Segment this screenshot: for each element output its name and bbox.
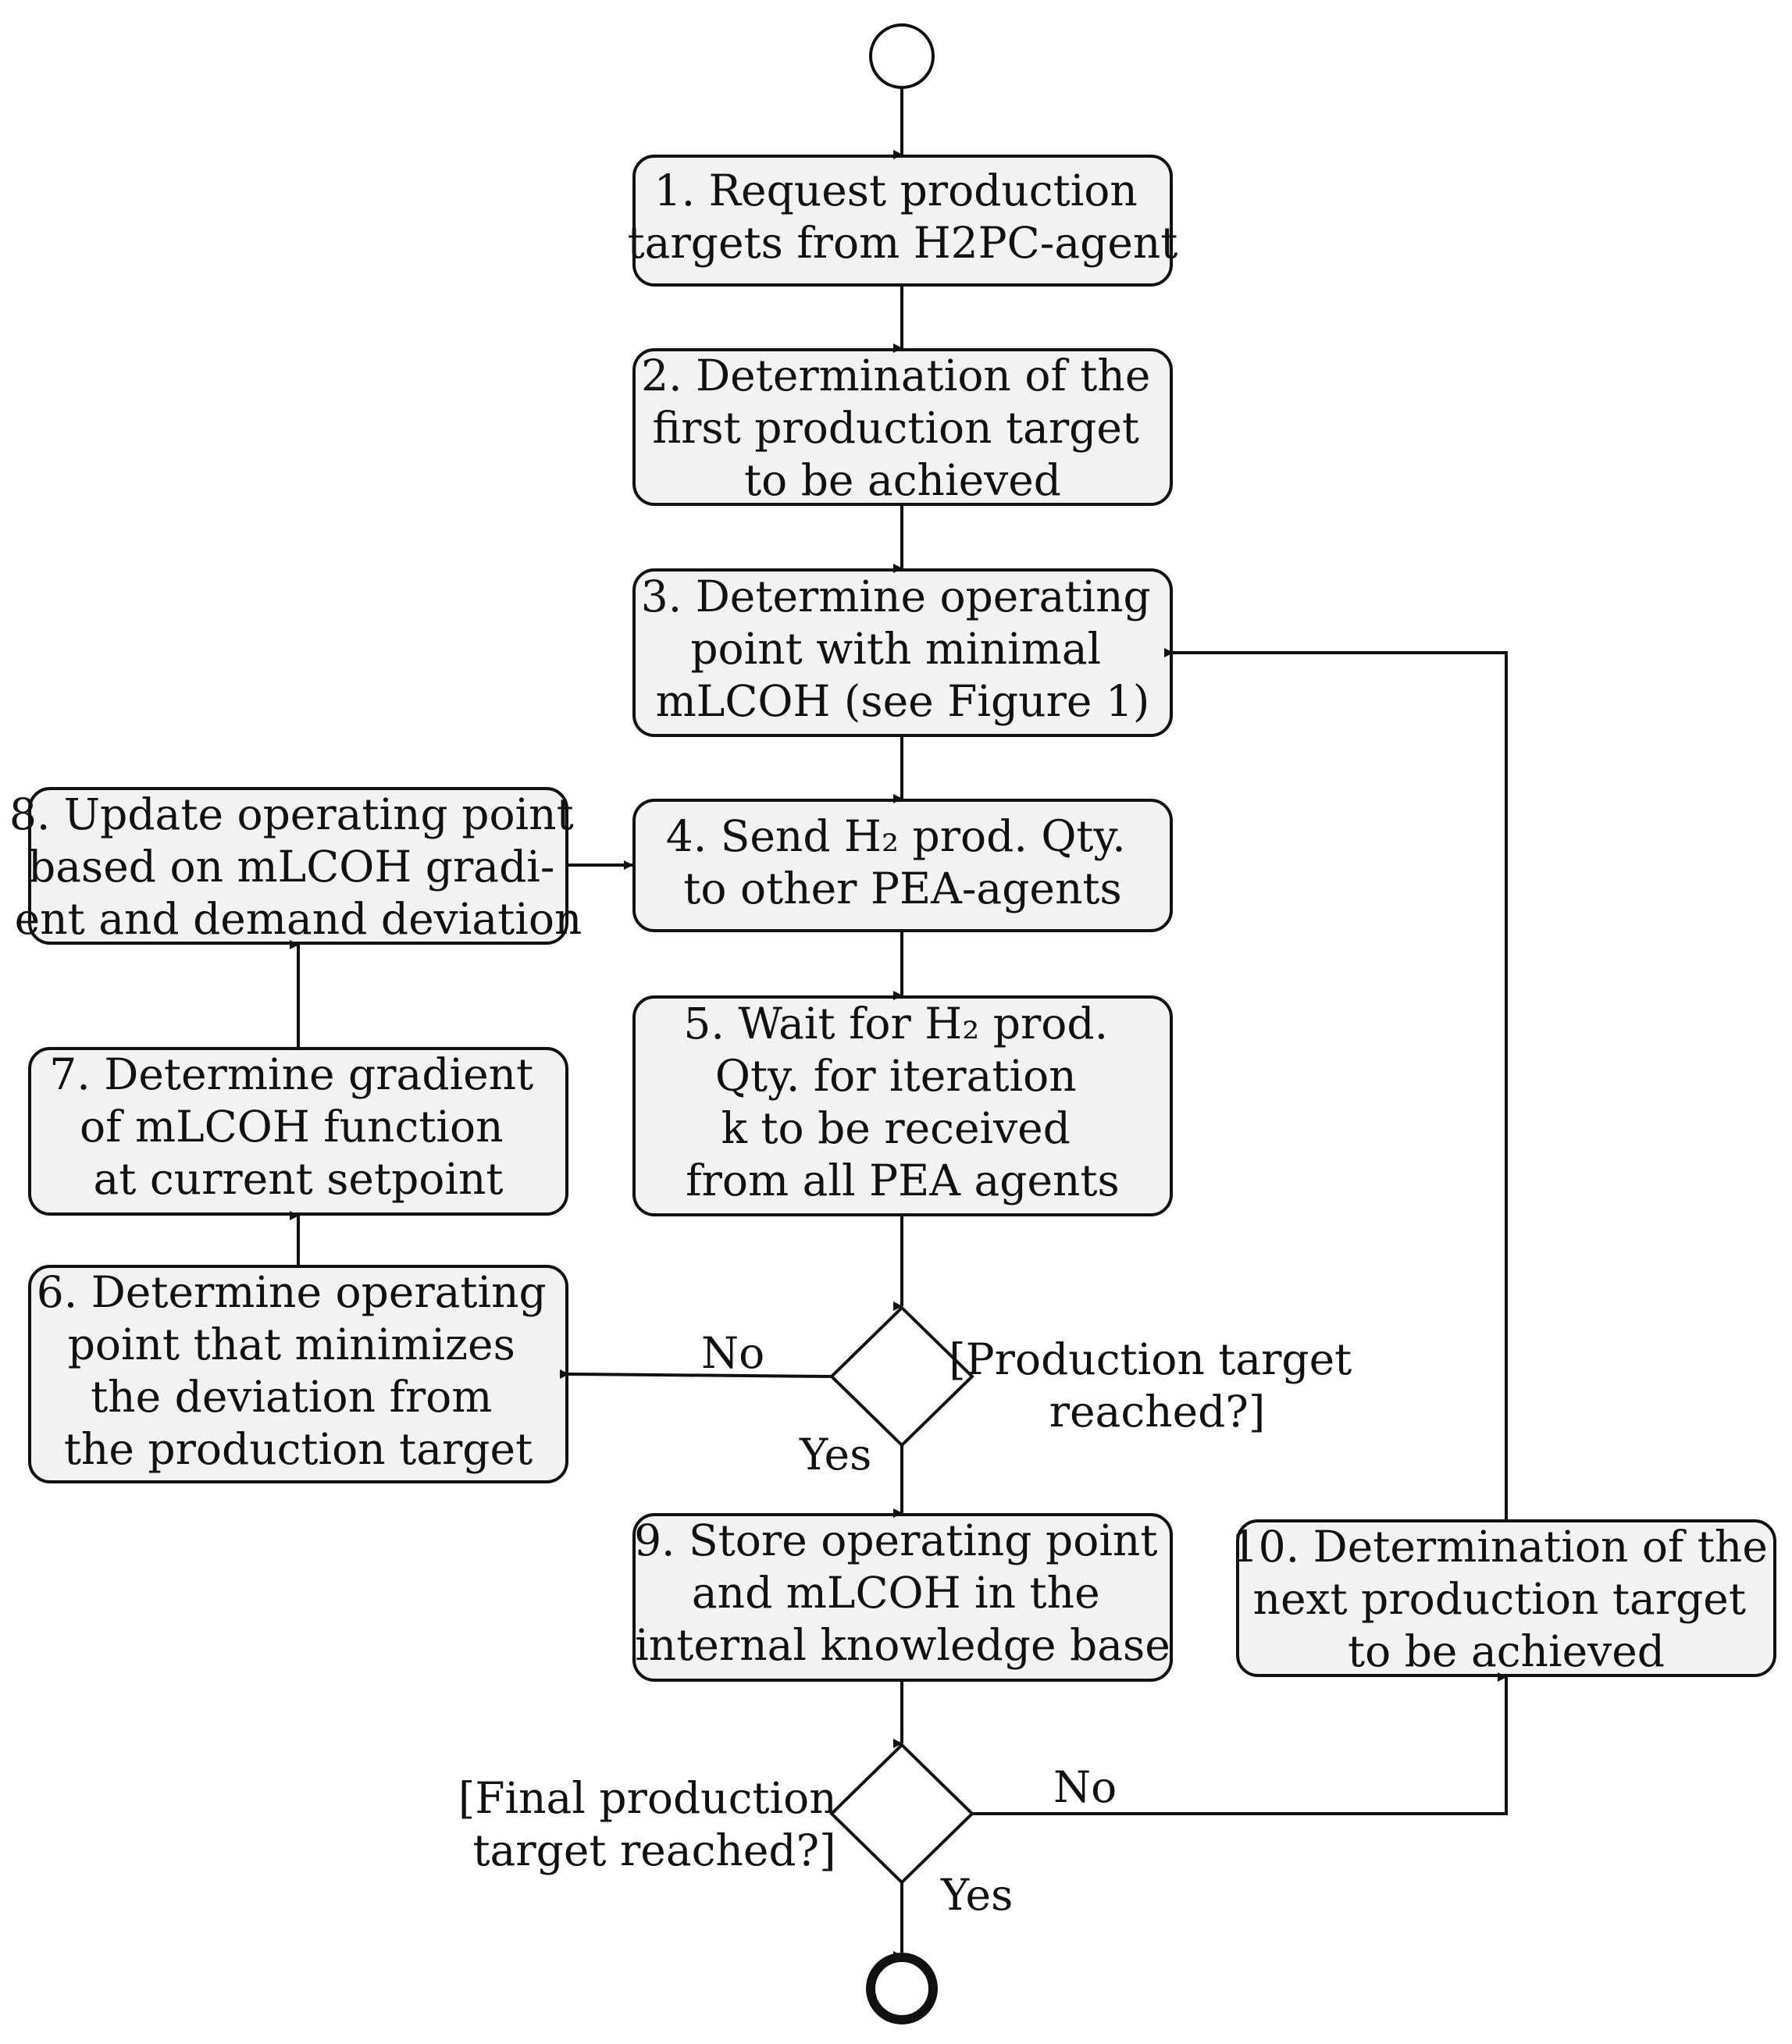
step-3-line: mLCOH (see Figure 1) <box>656 676 1150 726</box>
step-5-line: from all PEA agents <box>686 1156 1120 1205</box>
step-10-line: 10. Determination of the <box>1231 1522 1768 1572</box>
step-8-line: ent and demand deviation <box>15 894 582 944</box>
step-6-line: 6. Determine operating <box>37 1267 547 1317</box>
svg-text:2. Determination of the: 2. Determination of the first production… <box>641 351 1164 505</box>
decision-final-target <box>829 1743 974 1885</box>
step-1-box: 1. Request production targets from H2PC-… <box>628 155 1178 287</box>
step-4-box: 4. Send H₂ prod. Qty. to other PEA-agent… <box>632 799 1173 932</box>
step-1-line: 1. Request production <box>654 166 1138 215</box>
step-4-line: 4. Send H₂ prod. Qty. <box>666 811 1126 861</box>
step-5-line: 5. Wait for H₂ prod. <box>683 999 1108 1049</box>
end-node <box>866 1953 938 2024</box>
step-7-line: of mLCOH function <box>80 1102 503 1152</box>
decision-2-label: [Final production target reached?] <box>458 1773 850 1875</box>
edge-label-d1-yes: Yes <box>799 1430 871 1480</box>
step-10-line: to be achieved <box>1348 1626 1665 1676</box>
step-10-line: next production target <box>1253 1574 1746 1624</box>
step-3-line: 3. Determine operating <box>641 572 1151 621</box>
step-4-line: to other PEA-agents <box>683 864 1121 913</box>
step-9-line: internal knowledge base <box>635 1620 1170 1670</box>
step-2-box: 2. Determination of the first production… <box>632 348 1173 506</box>
step-9-box: 9. Store operating point and mLCOH in th… <box>632 1513 1173 1682</box>
step-6-line: the deviation from <box>91 1372 492 1422</box>
svg-text:9. Store operating point: 9. Store operating point and mLCOH in th… <box>634 1515 1171 1670</box>
step-8-box: 8. Update operating point based on mLCOH… <box>9 787 587 945</box>
step-3-box: 3. Determine operating point with minima… <box>632 568 1173 737</box>
edge-decision-2-no <box>972 1672 1508 1815</box>
svg-text:10. Determination of the: 10. Determination of the next production… <box>1231 1522 1782 1676</box>
step-6-box: 6. Determine operating point that minimi… <box>28 1265 568 1483</box>
step-7-line: 7. Determine gradient <box>49 1049 533 1099</box>
svg-text:1. Request production t: 1. Request production targets from H2PC-… <box>628 166 1178 268</box>
svg-text:3. Determine operating: 3. Determine operating point with minima… <box>641 572 1165 726</box>
svg-text:7. Determine gradient o: 7. Determine gradient of mLCOH function … <box>49 1049 547 1204</box>
step-2-line: to be achieved <box>744 455 1061 505</box>
svg-text:6. Determine operating: 6. Determine operating point that minimi… <box>37 1267 561 1474</box>
step-8-line: 8. Update operating point <box>9 789 574 839</box>
step-6-line: point that minimizes <box>68 1319 515 1369</box>
step-2-line: 2. Determination of the <box>641 351 1150 401</box>
svg-text:5. Wait for H₂ prod. Qt: 5. Wait for H₂ prod. Qty. for iteration … <box>683 999 1121 1205</box>
edge-label-d1-no: No <box>701 1328 764 1378</box>
edge-label-d2-yes: Yes <box>940 1870 1013 1920</box>
step-2-line: first production target <box>652 403 1139 453</box>
edge-decision-1-no <box>560 1369 832 1379</box>
start-node <box>869 23 935 89</box>
step-7-line: at current setpoint <box>93 1154 503 1204</box>
step-6-line: the production target <box>64 1424 533 1474</box>
step-10-box: 10. Determination of the next production… <box>1231 1519 1782 1677</box>
step-9-line: 9. Store operating point <box>634 1515 1157 1565</box>
step-5-line: Qty. for iteration <box>715 1051 1077 1101</box>
decision-1-label: [Production target reached?] <box>949 1334 1366 1437</box>
step-1-line: targets from H2PC-agent <box>628 218 1178 268</box>
edge-10-to-3 <box>1164 648 1508 1521</box>
step-5-box: 5. Wait for H₂ prod. Qty. for iteration … <box>632 995 1173 1216</box>
step-9-line: and mLCOH in the <box>692 1568 1100 1618</box>
step-7-box: 7. Determine gradient of mLCOH function … <box>28 1047 568 1216</box>
edge-label-d2-no: No <box>1053 1762 1117 1812</box>
svg-text:8. Update operating point: 8. Update operating point based on mLCOH… <box>9 789 587 944</box>
step-8-line: based on mLCOH gradi- <box>28 842 554 892</box>
step-5-line: k to be received <box>721 1103 1071 1153</box>
svg-text:4. Send H₂ prod. Qty.: 4. Send H₂ prod. Qty. to other PEA-agent… <box>666 811 1140 913</box>
step-3-line: point with minimal <box>690 624 1101 674</box>
